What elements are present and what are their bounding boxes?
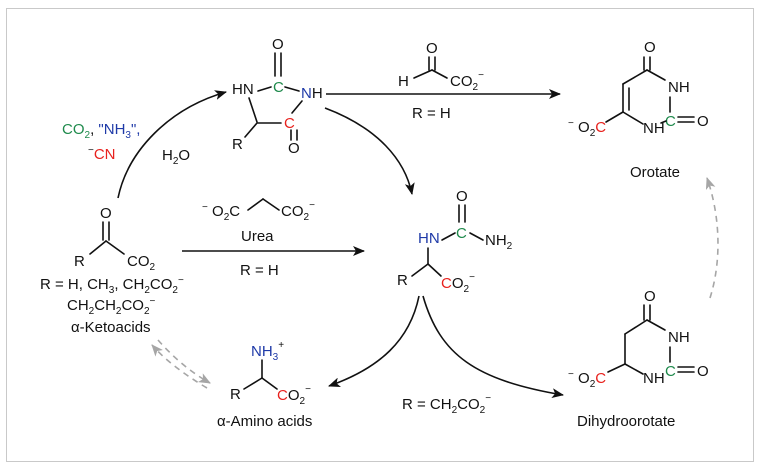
orotate-structure: O NH C O NH − O2C Orotate <box>568 39 709 181</box>
carbamoyl-carboxylate: CO2− <box>441 272 475 295</box>
dihydroorotate-carboxylate: − O2C <box>568 369 606 390</box>
orotate-carboxylate: − O2C <box>568 118 606 139</box>
carbamoyl-amino-acid-structure: O C NH2 HN R CO2− <box>397 188 513 295</box>
glyoxylate-h: H <box>398 73 409 90</box>
orotate-oxygen-right: O <box>697 113 709 130</box>
arrow-dihydroorotate-to-orotate-dashed <box>705 177 719 299</box>
dihydroorotate-structure: O NH C O NH − O2C Dihydroorotate <box>568 288 709 430</box>
carbamoyl-nh2: NH2 <box>485 232 513 252</box>
arrow-ketoacid-to-hydantoin <box>117 90 227 199</box>
carbamoyl-r-group: R <box>397 272 408 289</box>
hydantoin-oxygen-top: O <box>272 36 284 53</box>
orotate-carbon-green: C <box>665 113 676 130</box>
hydantoin-r-group: R <box>232 136 243 153</box>
condition-r-h-top: R = H <box>412 105 451 122</box>
reagent-cyanide: −CN <box>88 145 116 163</box>
figure-frame <box>6 8 754 462</box>
orotate-name: Orotate <box>630 164 680 181</box>
hydantoin-nh-right: NH <box>301 85 323 102</box>
ketoacid-structure: O R CO2 R = H, CH3, CH2CO2− CH2CH2CO2− α… <box>40 205 184 336</box>
ketoacid-r-definition-1: R = H, CH3, CH2CO2− <box>40 275 184 296</box>
dihydroorotate-nh-bottom: NH <box>643 370 665 387</box>
reagent-co2-nh3: CO2, "NH3", <box>62 121 140 141</box>
malonate-structure: − O2C CO2− <box>202 198 315 223</box>
carbamoyl-oxygen: O <box>456 188 468 205</box>
ketoacid-oxygen: O <box>100 205 112 222</box>
hydantoin-structure: O C HN NH C O R <box>232 36 323 157</box>
arrow-hydantoin-to-carbamoyl <box>324 107 415 195</box>
reagent-urea: Urea <box>241 228 274 245</box>
hydantoin-nh-left: HN <box>232 81 254 98</box>
amino-acid-structure: NH3+ R CO2− α-Amino acids <box>217 340 312 430</box>
amino-acid-carboxylate: CO2− <box>277 384 311 407</box>
arrow-carbamoyl-to-dihydroorotate <box>422 295 564 399</box>
ketoacid-co2: CO2 <box>127 253 156 273</box>
dihydroorotate-oxygen-top: O <box>644 288 656 305</box>
hydantoin-carbon-green: C <box>273 79 284 96</box>
glyoxylate-co2: CO2− <box>450 70 484 93</box>
malonate-left: − O2C <box>202 202 240 223</box>
amino-acid-name: α-Amino acids <box>217 413 312 430</box>
dihydroorotate-carbon-green: C <box>665 363 676 380</box>
condition-r-h-middle: R = H <box>240 262 279 279</box>
orotate-oxygen-top: O <box>644 39 656 56</box>
ketoacid-name: α-Ketoacids <box>71 319 151 336</box>
glyoxylate-oxygen: O <box>426 40 438 57</box>
hydantoin-oxygen-bottom: O <box>288 140 300 157</box>
ketoacid-r-group: R <box>74 253 85 270</box>
dihydroorotate-nh-top: NH <box>668 329 690 346</box>
ketoacid-r-definition-2: CH2CH2CO2− <box>67 296 156 317</box>
arrow-ketoacid-to-amino-acid-dashed <box>157 339 211 384</box>
amino-acid-nh3: NH3+ <box>251 340 284 363</box>
carbamoyl-hn: HN <box>418 230 440 247</box>
orotate-nh-top: NH <box>668 79 690 96</box>
carbamoyl-carbon-green: C <box>456 225 467 242</box>
malonate-right: CO2− <box>281 200 315 223</box>
orotate-nh-bottom: NH <box>643 120 665 137</box>
hydantoin-carbon-red: C <box>284 115 295 132</box>
arrow-amino-acid-to-ketoacid-dashed <box>151 344 208 389</box>
dihydroorotate-oxygen-right: O <box>697 363 709 380</box>
amino-acid-r-group: R <box>230 386 241 403</box>
arrow-carbamoyl-to-amino-acid <box>328 295 420 388</box>
dihydroorotate-name: Dihydroorotate <box>577 413 675 430</box>
condition-r-ch2co2: R = CH2CO2− <box>402 393 491 416</box>
reagent-water: H2O <box>162 147 190 167</box>
glyoxylate-structure: O H CO2− <box>398 40 484 93</box>
